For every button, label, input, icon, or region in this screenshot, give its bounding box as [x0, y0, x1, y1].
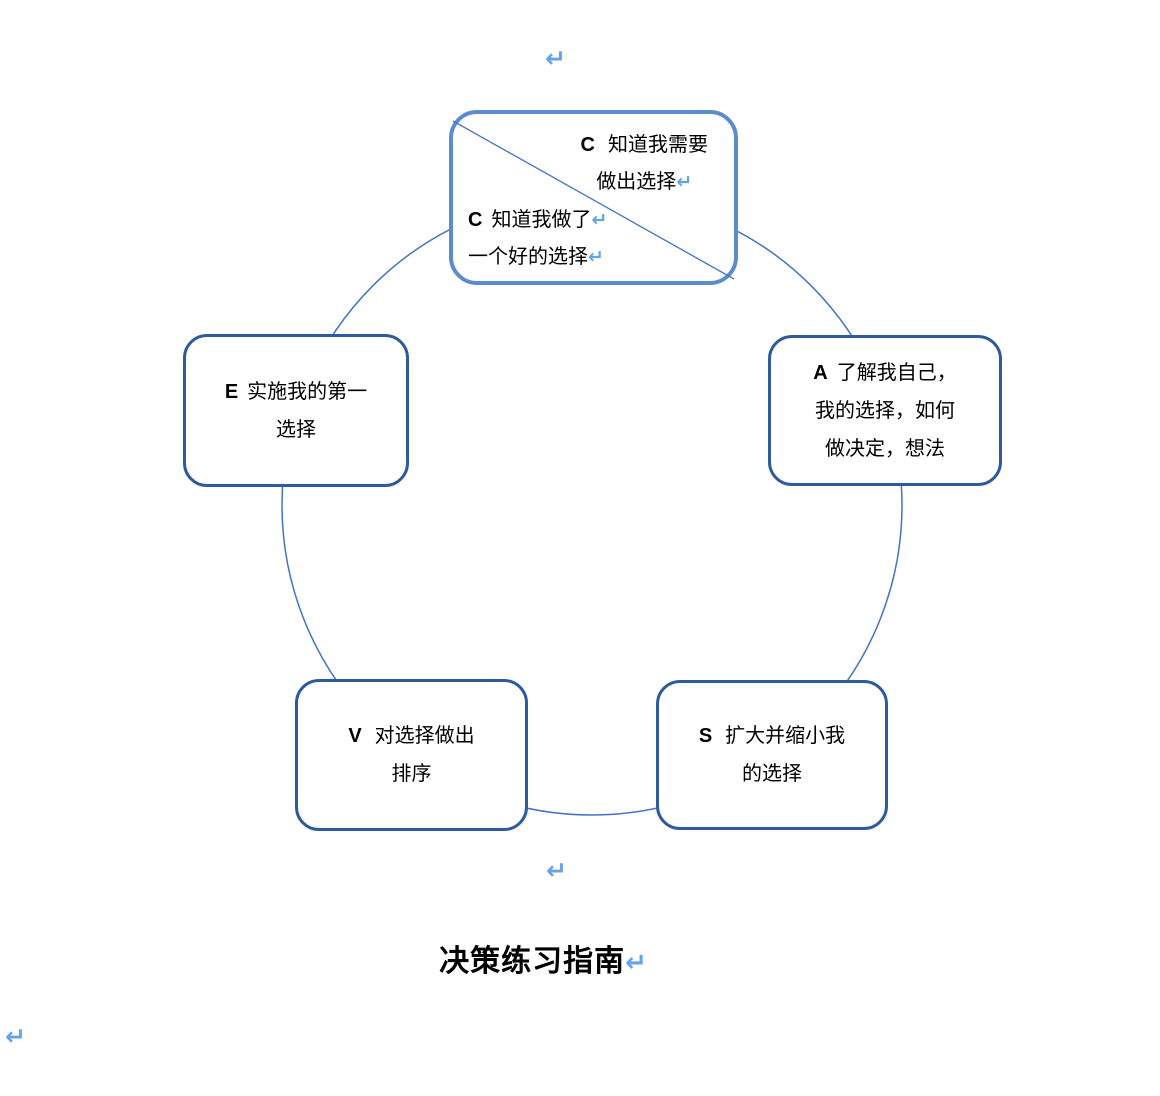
box-text-line: 我的选择，如何: [814, 399, 955, 422]
paragraph-return-mark: ↵: [591, 210, 608, 231]
paragraph-return-mark: ↵: [545, 45, 566, 73]
box-letter: V: [348, 725, 362, 747]
box-letter: E: [224, 380, 239, 403]
box-letter: C: [468, 209, 483, 231]
diagram-caption: 决策练习指南↵: [343, 936, 743, 980]
paragraph-return-mark: ↵: [5, 1023, 26, 1051]
diagram-caption-text: 决策练习指南: [439, 945, 626, 978]
paragraph-return-mark: ↵: [676, 172, 693, 193]
box-text-line: 做决定，想法: [824, 437, 945, 460]
box-text-line: 选择: [276, 418, 316, 441]
paragraph-return-mark: ↵: [546, 857, 567, 885]
box-text-line: 一个好的选择↵: [468, 246, 604, 268]
box-letter: C: [580, 134, 595, 156]
box-text-line: 做出选择↵: [596, 171, 693, 193]
paragraph-return-mark: ↵: [588, 247, 604, 268]
box-letter: A: [813, 361, 828, 384]
diagonal-divider-line: [453, 120, 734, 280]
box-text-line: 的选择: [742, 763, 802, 785]
box-text-line: 排序: [391, 763, 432, 785]
box-letter: S: [698, 725, 713, 747]
paragraph-return-mark: ↵: [625, 947, 647, 977]
